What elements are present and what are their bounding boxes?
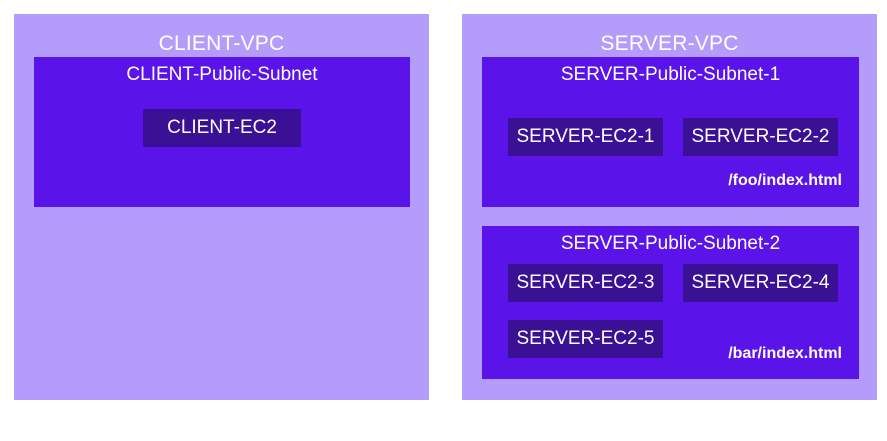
client-public-subnet-title: CLIENT-Public-Subnet <box>126 64 318 85</box>
client-vpc-box: CLIENT-VPC CLIENT-Public-Subnet CLIENT-E… <box>14 14 429 400</box>
client-ec2-box: CLIENT-EC2 <box>143 109 301 147</box>
client-public-subnet-box: CLIENT-Public-Subnet CLIENT-EC2 <box>34 57 410 207</box>
server-ec2-5-box: SERVER-EC2-5 <box>508 320 663 358</box>
server-ec2-2-box: SERVER-EC2-2 <box>683 118 838 156</box>
server-public-subnet-2-box: SERVER-Public-Subnet-2 SERVER-EC2-3 SERV… <box>482 226 859 379</box>
bar-index-path-label: /bar/index.html <box>728 345 842 362</box>
server-ec2-4-box: SERVER-EC2-4 <box>683 264 838 302</box>
server-vpc-box: SERVER-VPC SERVER-Public-Subnet-1 SERVER… <box>462 14 877 400</box>
server-public-subnet-2-title: SERVER-Public-Subnet-2 <box>560 233 781 254</box>
server-ec2-3-box: SERVER-EC2-3 <box>508 264 663 302</box>
server-public-subnet-1-box: SERVER-Public-Subnet-1 SERVER-EC2-1 SERV… <box>482 57 859 207</box>
client-vpc-title: CLIENT-VPC <box>158 32 285 55</box>
server-vpc-title: SERVER-VPC <box>600 32 739 55</box>
foo-index-path-label: /foo/index.html <box>728 172 842 189</box>
server-public-subnet-1-title: SERVER-Public-Subnet-1 <box>560 64 781 85</box>
server-ec2-1-box: SERVER-EC2-1 <box>508 118 663 156</box>
